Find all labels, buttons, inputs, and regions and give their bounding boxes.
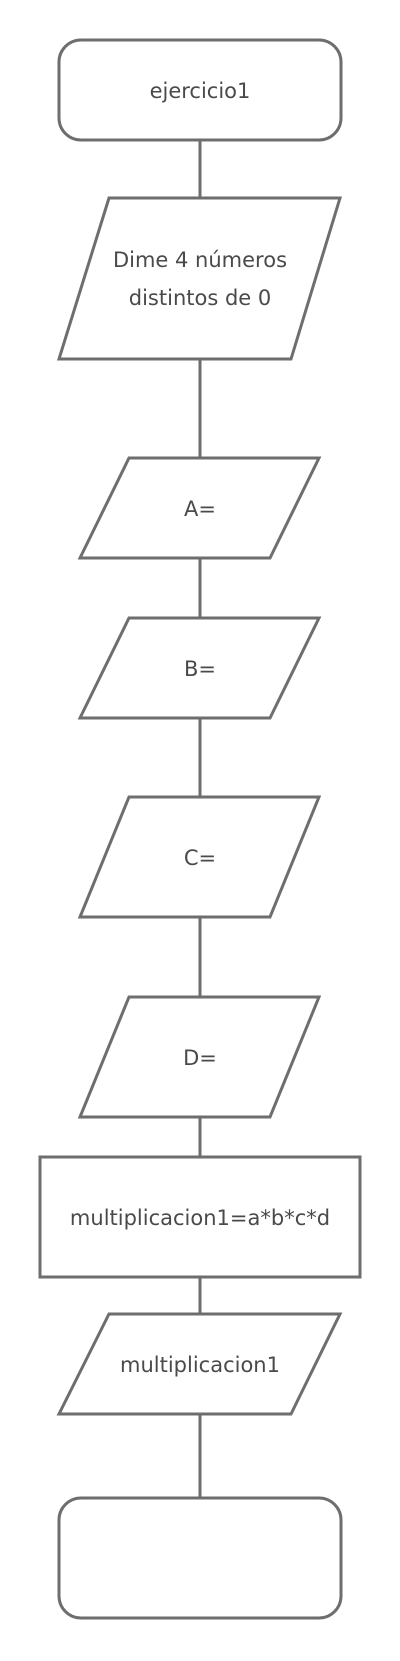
output-node[interactable]: multiplicacion1 (56, 1312, 343, 1416)
input-b-label: B= (184, 657, 216, 681)
input-d-label: D= (183, 1046, 217, 1070)
start-terminator[interactable]: ejercicio1 (57, 38, 343, 142)
input-b-shape (77, 616, 322, 720)
start-terminator-shape (57, 38, 343, 142)
input-c-shape (77, 795, 322, 919)
input-a-shape (77, 456, 322, 560)
input-a-label: A= (184, 497, 216, 521)
input-a-node[interactable]: A= (77, 456, 322, 560)
input-b-node[interactable]: B= (77, 616, 322, 720)
output-shape (56, 1312, 343, 1416)
process-node[interactable]: multiplicacion1=a*b*c*d (38, 1155, 362, 1279)
prompt-io-label-line2: distintos de 0 (129, 286, 271, 310)
end-terminator[interactable] (57, 1496, 343, 1620)
output-label: multiplicacion1 (120, 1353, 280, 1377)
input-c-label: C= (184, 846, 216, 870)
prompt-io-label-line1: Dime 4 números (113, 248, 287, 272)
prompt-io-node[interactable]: Dime 4 números distintos de 0 (56, 196, 343, 361)
process-shape (38, 1155, 362, 1279)
input-d-node[interactable]: D= (77, 995, 322, 1119)
input-c-node[interactable]: C= (77, 795, 322, 919)
prompt-io-shape (56, 196, 343, 361)
end-terminator-shape (57, 1496, 343, 1620)
process-label: multiplicacion1=a*b*c*d (70, 1206, 330, 1230)
input-d-shape (77, 995, 322, 1119)
start-terminator-label: ejercicio1 (150, 79, 251, 103)
